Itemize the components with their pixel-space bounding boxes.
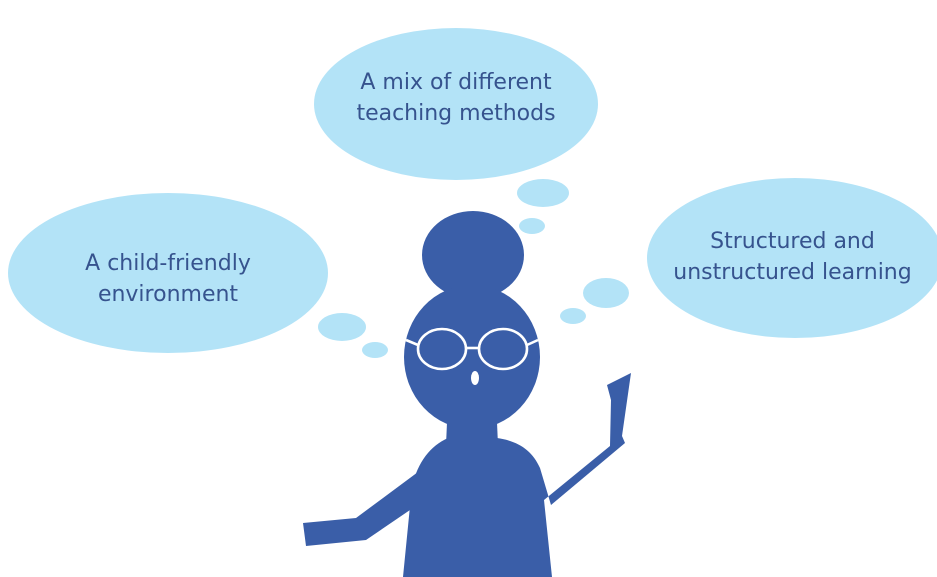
thought-bubble-left: [8, 193, 388, 358]
left-arm: [303, 472, 418, 546]
thought-right-line2: unstructured learning: [673, 260, 912, 285]
thought-top-line2: teaching methods: [356, 101, 556, 126]
thought-bubble-top: [314, 28, 598, 234]
thought-text-top: A mix of different teaching methods: [316, 67, 596, 129]
thought-left-line1: A child-friendly: [85, 251, 251, 276]
bubble-left-dot-large: [318, 313, 366, 341]
bubble-top-main: [314, 28, 598, 180]
bubble-top-dot-large: [517, 179, 569, 207]
thought-left-line2: environment: [97, 282, 239, 307]
hair-bun: [422, 211, 524, 299]
teacher-figure-icon: [303, 211, 631, 577]
thought-text-right: Structured and unstructured learning: [650, 226, 935, 288]
bubble-left-main: [8, 193, 328, 353]
thought-top-line1: A mix of different: [360, 70, 552, 95]
neck: [446, 400, 498, 445]
bubble-left-dot-small: [362, 342, 388, 358]
glasses-icon: [405, 327, 539, 371]
thought-bubble-right: [560, 178, 937, 338]
body: [403, 373, 631, 577]
thought-text-left: A child-friendly environment: [18, 248, 318, 310]
bubble-top-dot-small: [519, 218, 545, 234]
bubble-right-main: [647, 178, 937, 338]
bubble-right-dot-small: [560, 308, 586, 324]
thought-right-line1: Structured and: [710, 229, 875, 254]
bubble-right-dot-large: [583, 278, 629, 308]
mouth: [471, 371, 479, 385]
head: [404, 285, 540, 429]
